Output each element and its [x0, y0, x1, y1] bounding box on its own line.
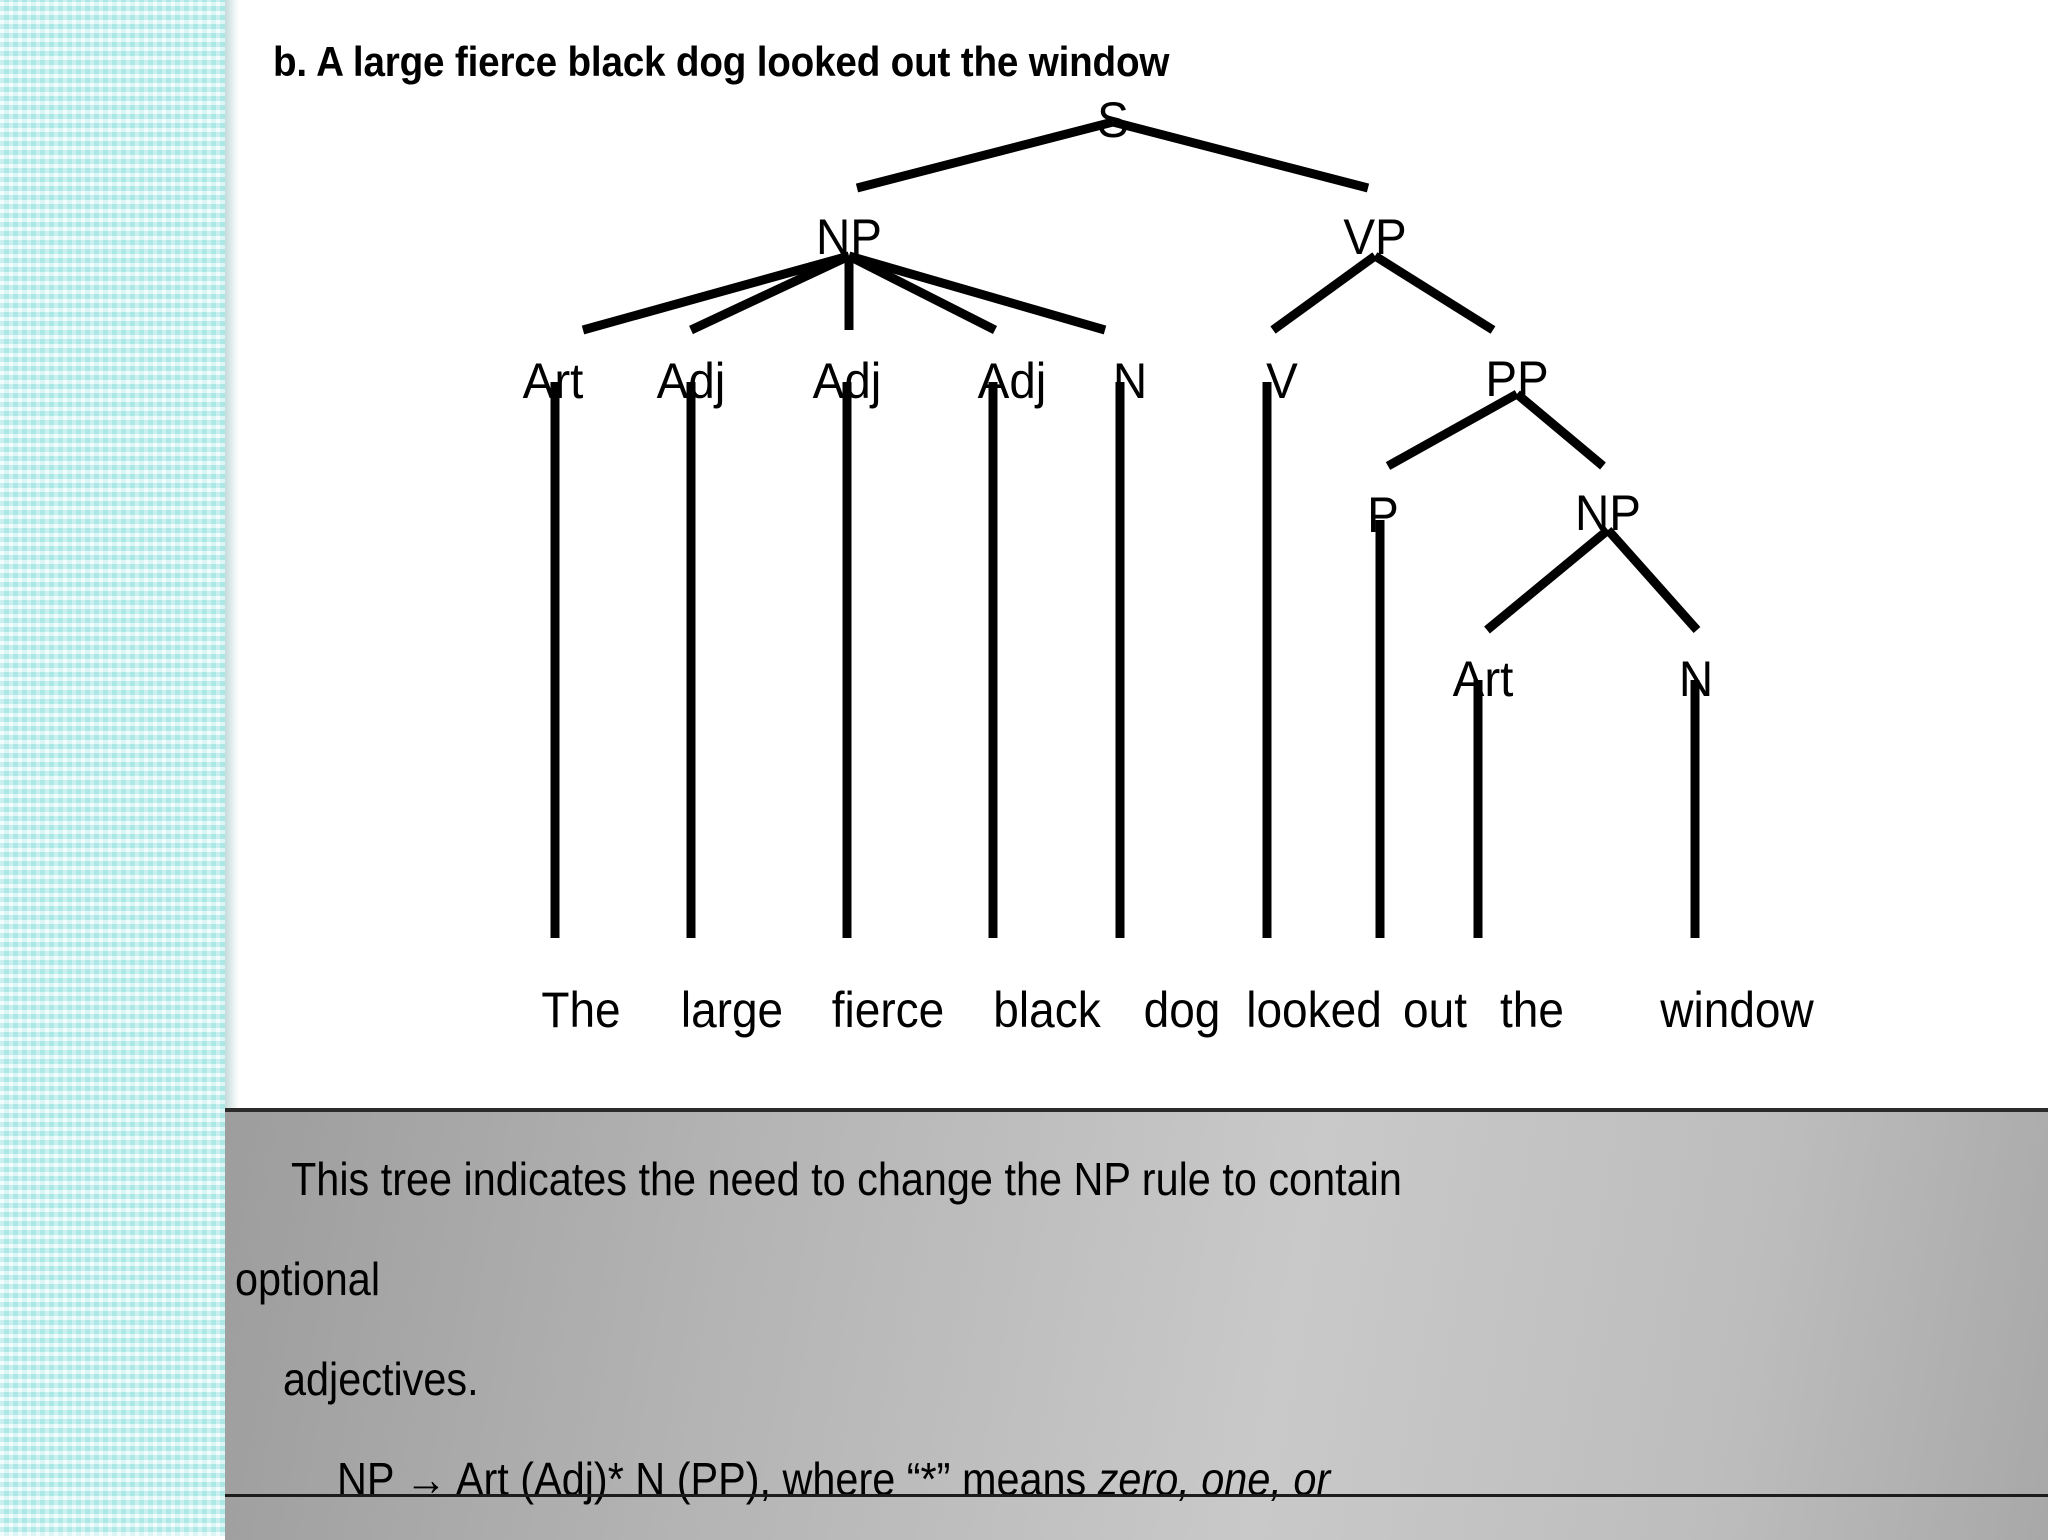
- tree-word-the-2: the: [1500, 982, 1564, 1038]
- tree-node-adj-3: Adj: [977, 353, 1047, 409]
- callout-line-2: optional: [235, 1253, 381, 1305]
- tree-word-window: window: [1660, 982, 1814, 1038]
- callout-line-3: adjectives.: [283, 1353, 479, 1405]
- tree-word-large: large: [680, 982, 784, 1038]
- tree-node-art-1: Art: [522, 353, 584, 409]
- tree-node-n-2: N: [1678, 651, 1714, 707]
- edge-np-n: [847, 251, 1107, 335]
- tree-node-p: P: [1367, 487, 1399, 543]
- callout-rule-italic: zero, one, or: [1097, 1453, 1331, 1505]
- slide-title: b. A large fierce black dog looked out t…: [273, 38, 1170, 85]
- slide-content-area: b. A large fierce black dog looked out t…: [225, 0, 2048, 1540]
- tree-word-dog: dog: [1143, 982, 1221, 1038]
- edge-vp-v: [1270, 252, 1378, 334]
- edge-np-adj1: [689, 251, 851, 335]
- tree-node-np: NP: [816, 209, 882, 265]
- edge-pp-p: [1385, 390, 1520, 470]
- edge-vp-pp: [1372, 252, 1496, 334]
- callout-line-1: This tree indicates the need to change t…: [291, 1153, 1402, 1205]
- edge-pp-np: [1514, 390, 1606, 470]
- tree-node-s: S: [1097, 92, 1129, 148]
- tree-word-fierce: fierce: [831, 982, 945, 1038]
- syntax-tree: S NP VP Art Adj Adj Adj N V PP P NP Art …: [225, 0, 2048, 1100]
- tree-node-adj-1: Adj: [656, 353, 726, 409]
- tree-word-looked: looked: [1246, 982, 1382, 1038]
- tree-edges: [550, 117, 1701, 938]
- edge-np2-art: [1484, 526, 1611, 634]
- edge-s-vp: [1111, 117, 1370, 193]
- tree-word-out: out: [1403, 982, 1467, 1038]
- tree-node-adj-2: Adj: [812, 353, 882, 409]
- edge-np-art: [581, 251, 851, 335]
- tree-node-art-2: Art: [1452, 651, 1514, 707]
- tree-node-v: V: [1266, 353, 1298, 409]
- edge-np-adj3: [846, 251, 998, 335]
- tree-node-n-1: N: [1112, 353, 1148, 409]
- tree-node-np-2: NP: [1575, 485, 1641, 541]
- tree-node-pp: PP: [1485, 351, 1549, 407]
- callout-rule-prefix: NP → Art (Adj)* N (PP), where “*” means: [337, 1453, 1098, 1505]
- callout-bottom-rule: [225, 1494, 2048, 1497]
- tree-word-the-1: The: [541, 982, 621, 1038]
- edge-s-np: [855, 117, 1115, 193]
- tree-node-vp: VP: [1343, 209, 1407, 265]
- explanation-callout-box: This tree indicates the need to change t…: [225, 1108, 2048, 1540]
- left-decorative-band: [0, 0, 225, 1536]
- edge-np2-n: [1604, 527, 1701, 633]
- tree-word-black: black: [993, 982, 1101, 1038]
